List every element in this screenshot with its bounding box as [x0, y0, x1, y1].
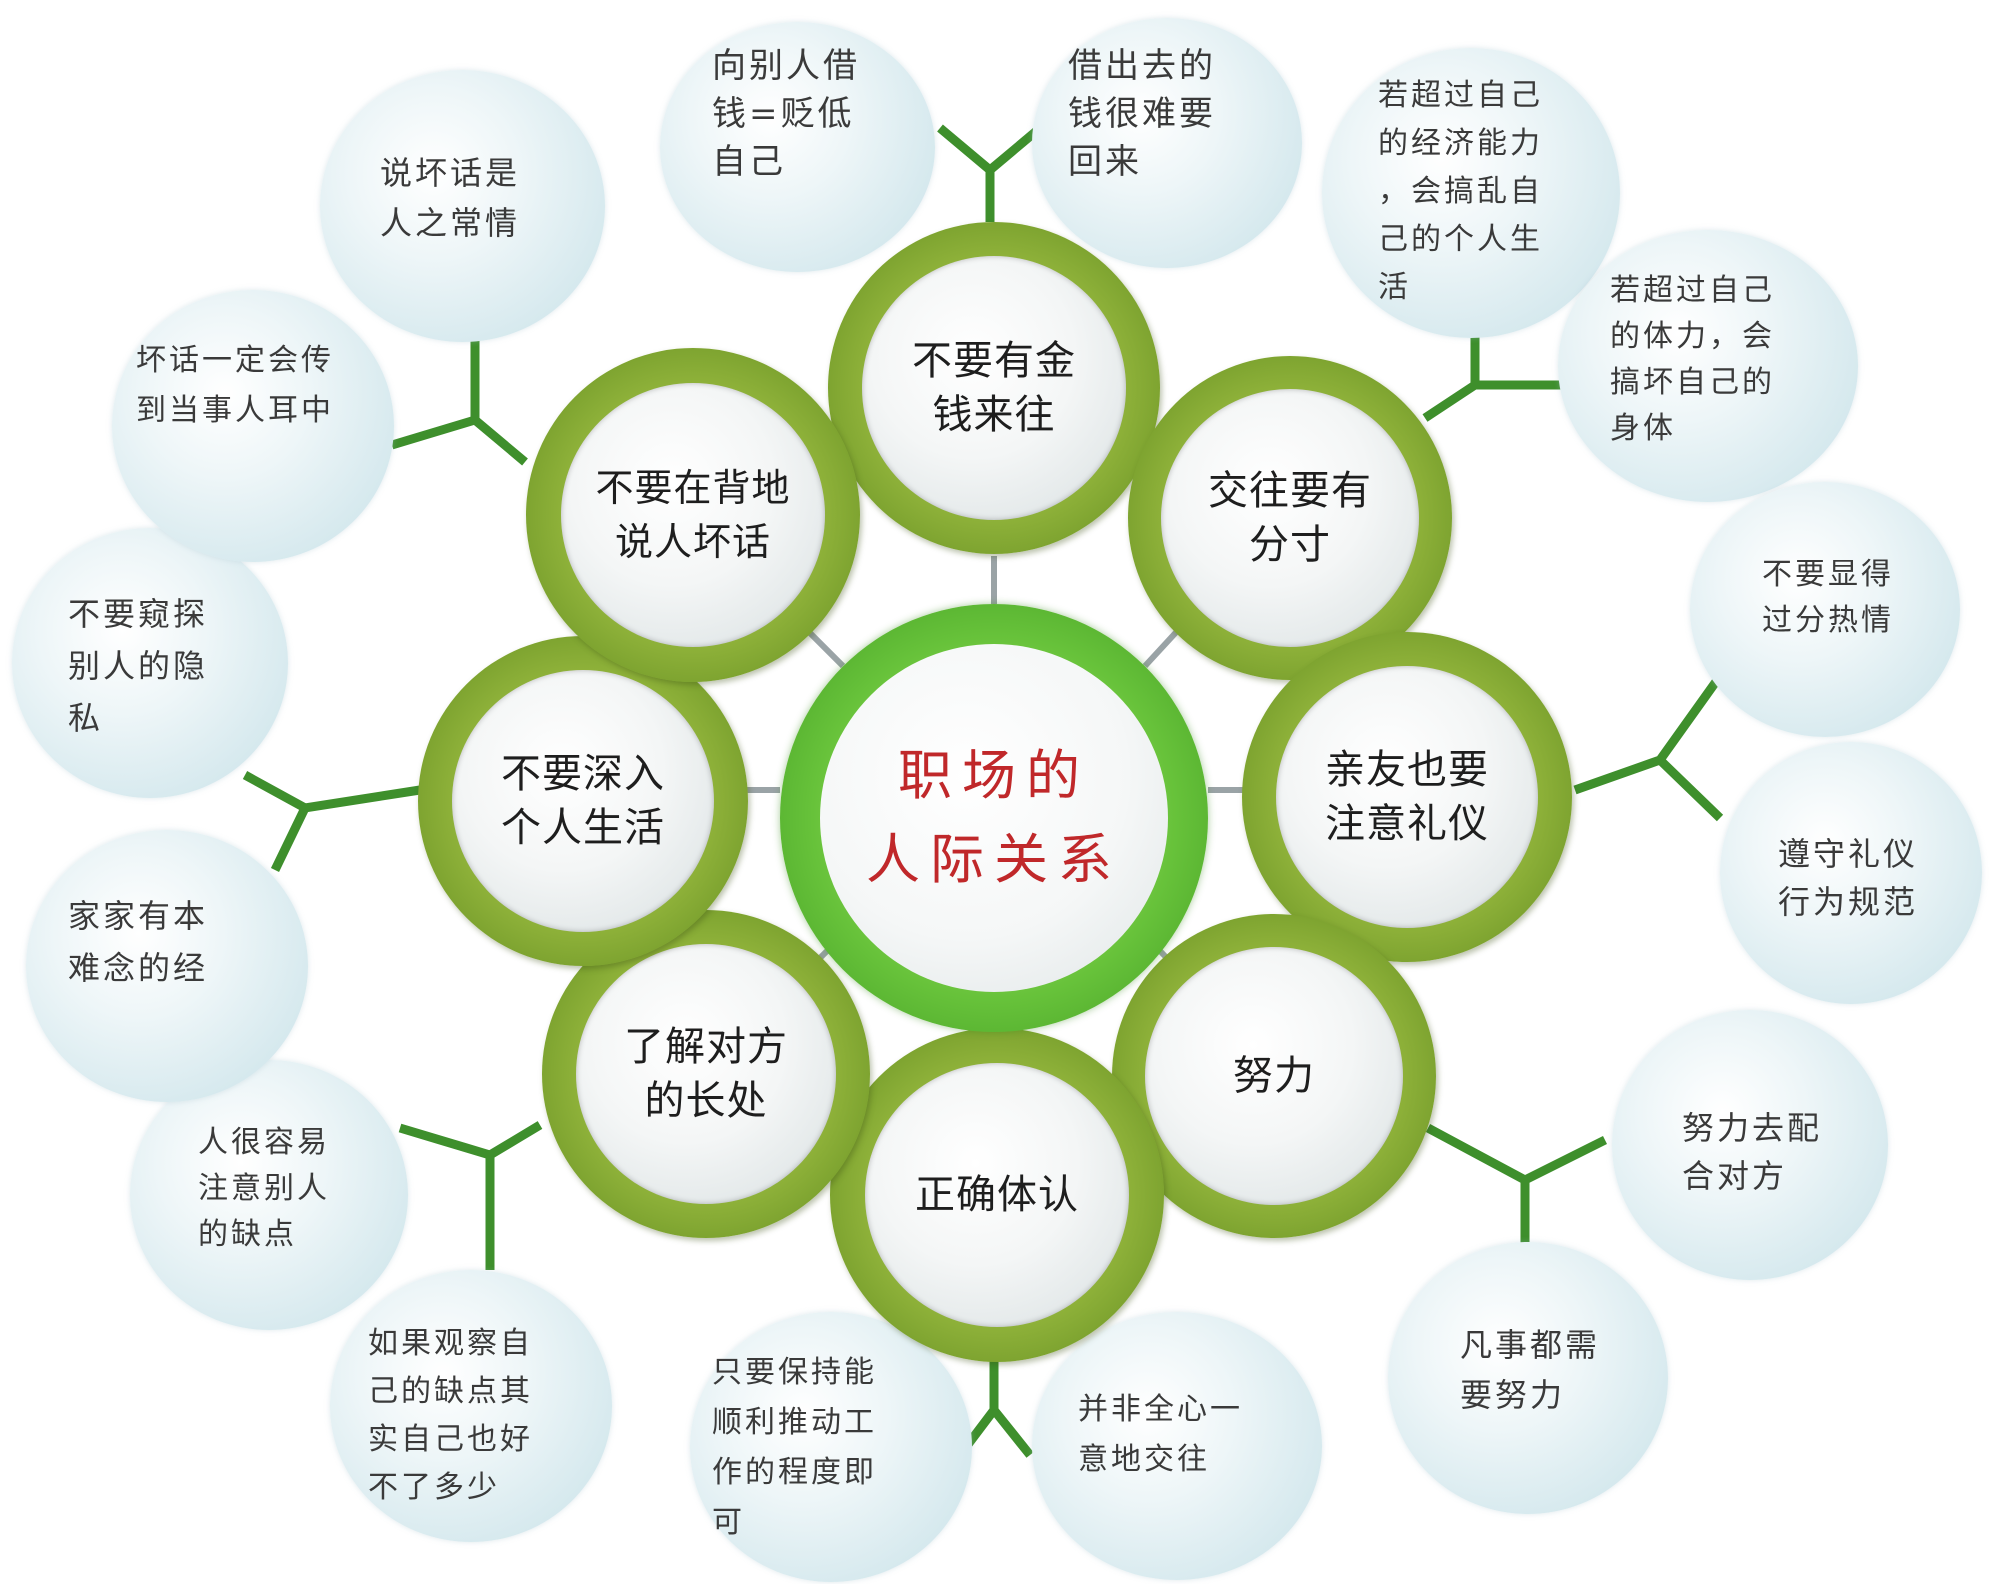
node-money: 不要有金 钱来往: [828, 222, 1160, 554]
branch-money: [937, 124, 995, 222]
bubble-gossip-b: [112, 290, 394, 562]
bubble-text: 并非全心一 意地交往: [1078, 1392, 1243, 1477]
spoke-gossip: [802, 625, 846, 669]
spoke-measure: [1142, 625, 1183, 669]
bubble-recognize-a: [690, 1312, 972, 1582]
node-private-life: 不要深入 个人生活: [418, 636, 748, 966]
node-label: 了解对方 的长处: [624, 1024, 788, 1124]
bubble-recognize-b: [1032, 1312, 1322, 1580]
bubble-text: 不要显得 过分热情: [1762, 557, 1894, 638]
bubble-etiquette-a: [1690, 482, 1960, 737]
node-recognize: 正确体认: [830, 1028, 1164, 1362]
bubble-money-b: [1032, 18, 1302, 268]
bubble-private-a: [12, 528, 288, 798]
bubble-gossip-a: [320, 70, 605, 342]
center-hub: 职场的 人际关系: [780, 604, 1208, 1032]
bubble-effort-b: [1388, 1242, 1668, 1514]
bubble-text: 家家有本 难念的经: [68, 897, 209, 987]
bubble-strengths-b: [330, 1270, 612, 1542]
bubble-text: 不要窥探 别人的隐 私: [68, 595, 209, 737]
node-label: 不要深入 个人生活: [501, 751, 665, 851]
branch-strengths: [398, 1121, 543, 1160]
node-label: 正确体认: [915, 1172, 1079, 1218]
bubble-text: 若超过自己 的体力，会 搞坏自己的 身体: [1610, 273, 1775, 446]
node-strengths: 了解对方 的长处: [542, 910, 870, 1238]
branch-etiquette: [1573, 673, 1724, 795]
node-gossip: 不要在背地 说人坏话: [526, 348, 860, 682]
bubble-text: 若超过自己 的经济能力 ，会搞乱自 己的个人生 活: [1378, 78, 1543, 305]
bubble-text: 努力去配 合对方: [1682, 1109, 1823, 1195]
bubble-strengths-a: [130, 1060, 408, 1330]
branch-gossip: [470, 325, 528, 466]
branch-effort: [1425, 1124, 1530, 1245]
bubble-effort-a: [1612, 1010, 1888, 1280]
node-label: 努力: [1233, 1053, 1315, 1099]
bubble-text: 如果观察自 己的缺点其 实自己也好 不了多少: [368, 1326, 533, 1505]
bubble-text: 向别人借 钱=贬低 自己: [712, 46, 860, 182]
bubble-text: 遵守礼仪 行为规范: [1778, 835, 1919, 921]
node-etiquette: 亲友也要 注意礼仪: [1242, 632, 1572, 962]
bubble-text: 借出去的 钱很难要 回来: [1068, 46, 1216, 182]
node-label: 不要在背地 说人坏话: [595, 466, 791, 564]
node-label: 不要有金 钱来往: [912, 338, 1076, 438]
bubble-text: 只要保持能 顺利推动工 作的程度即 可: [712, 1355, 877, 1540]
branches: [242, 124, 1724, 1458]
node-label: 交往要有 分寸: [1208, 468, 1372, 568]
bubble-text: 说坏话是 人之常情: [380, 154, 521, 242]
node-label: 亲友也要 注意礼仪: [1325, 747, 1489, 847]
bubble-measure-a: [1322, 48, 1620, 338]
bubble-etiquette-b: [1720, 742, 1982, 1004]
bubble-text: 凡事都需 要努力: [1460, 1326, 1601, 1414]
bubble-text: 坏话一定会传 到当事人耳中: [136, 343, 334, 428]
branch-private: [242, 771, 421, 813]
bubble-money-a: [660, 22, 935, 272]
node-measure: 交往要有 分寸: [1128, 356, 1452, 680]
node-effort: 努力: [1112, 914, 1436, 1238]
center-title: 职场的 人际关系: [866, 744, 1122, 891]
bubble-private-b: [26, 830, 308, 1102]
bubble-text: 人很容易 注意别人 的缺点: [198, 1125, 330, 1252]
bubble-measure-b: [1558, 230, 1858, 502]
